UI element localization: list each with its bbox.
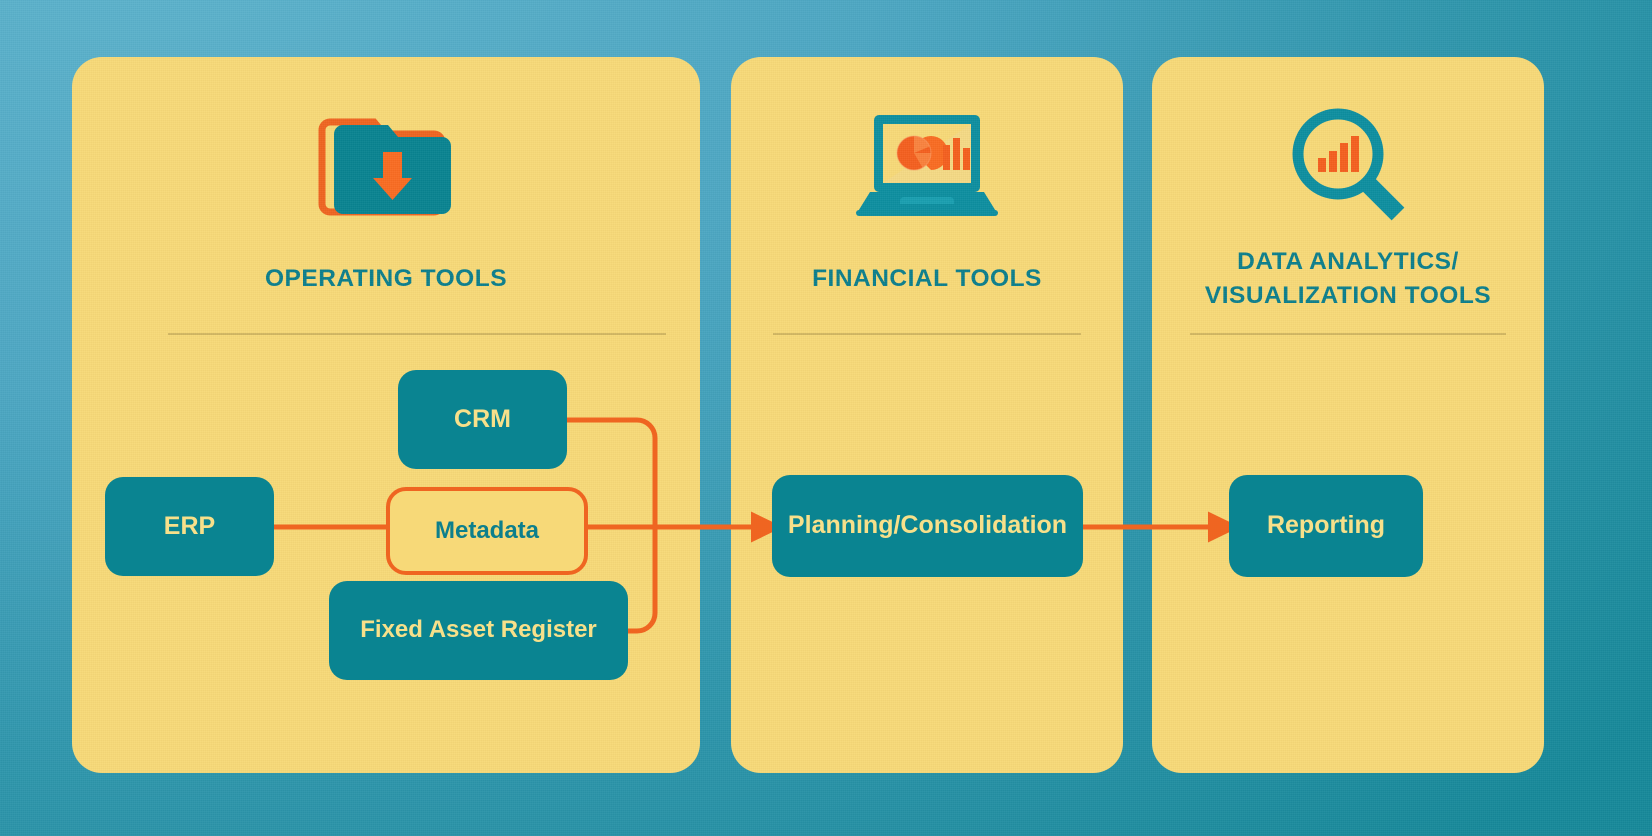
node-label: CRM (454, 404, 511, 433)
panel-financial-tools: FINANCIAL TOOLS (731, 57, 1123, 773)
node-metadata[interactable]: Metadata (386, 487, 588, 575)
node-label: Fixed Asset Register (360, 616, 597, 644)
node-label: Planning/Consolidation (787, 511, 1068, 540)
panel-divider (168, 333, 666, 335)
node-label: Reporting (1266, 511, 1386, 540)
panel-title-line-1: DATA ANALYTICS/ (1237, 248, 1459, 275)
folder-download-icon (72, 101, 700, 226)
node-crm[interactable]: CRM (398, 370, 567, 469)
node-planning-consolidation[interactable]: Planning/Consolidation (772, 475, 1083, 577)
panel-title-data-analytics: DATA ANALYTICS/ VISUALIZATION TOOLS (1152, 245, 1544, 313)
node-erp[interactable]: ERP (105, 477, 274, 576)
panel-divider (773, 333, 1081, 335)
panel-data-analytics-visualization-tools: DATA ANALYTICS/ VISUALIZATION TOOLS (1152, 57, 1544, 773)
panel-divider (1190, 333, 1506, 335)
panel-title-operating-tools: OPERATING TOOLS (264, 265, 508, 292)
node-fixed-asset-register[interactable]: Fixed Asset Register (329, 581, 628, 680)
panel-title-line-2: VISUALIZATION TOOLS (1204, 282, 1492, 309)
laptop-charts-icon (731, 101, 1123, 226)
node-reporting[interactable]: Reporting (1229, 475, 1423, 577)
panel-title-financial-tools: FINANCIAL TOOLS (812, 265, 1042, 292)
node-label: ERP (163, 511, 216, 540)
magnifier-bar-chart-icon (1152, 101, 1544, 226)
node-label: Metadata (434, 516, 540, 544)
